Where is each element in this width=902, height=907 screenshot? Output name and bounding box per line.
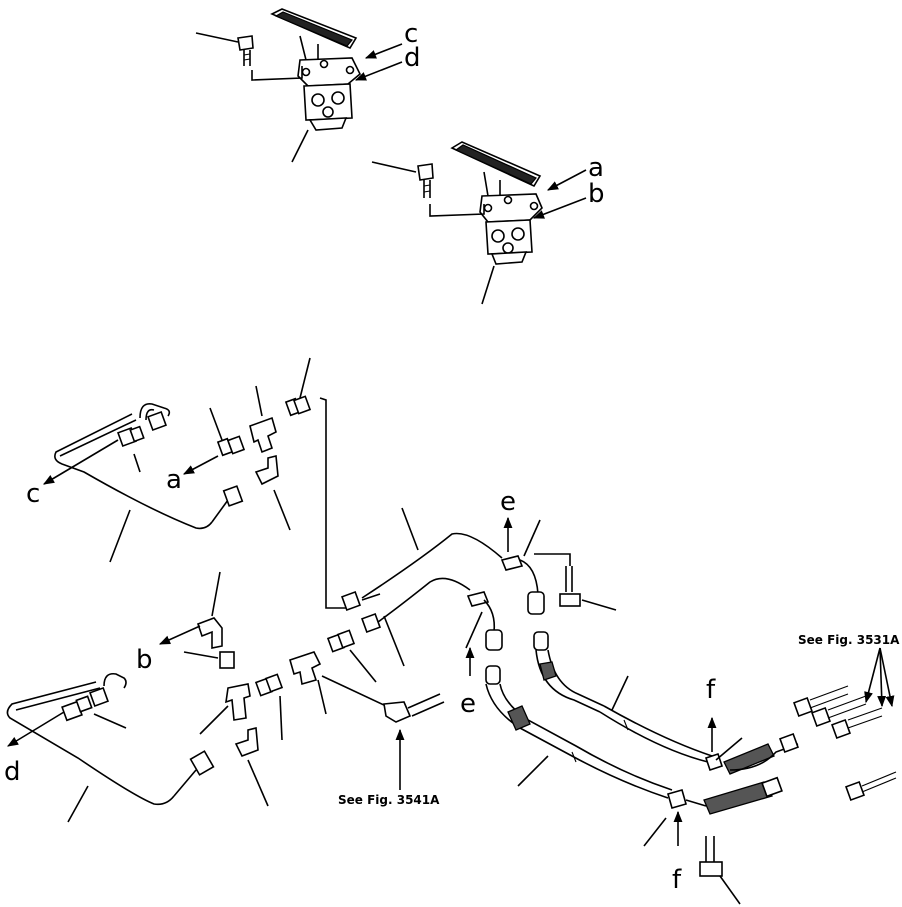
straight-connector-a	[216, 435, 246, 457]
nut-fitting-1	[117, 425, 145, 447]
clamp-e-upper	[500, 555, 545, 615]
elbow-fitting-lower	[234, 726, 259, 758]
elbow-fitting-upper	[254, 454, 279, 486]
tee-fitting-lower	[289, 651, 322, 686]
reference-fig-3531a: See Fig. 3531A	[798, 633, 900, 647]
tee-fitting-lower-left	[225, 683, 251, 721]
label-a-upper: a	[588, 153, 604, 183]
plug-lower	[173, 750, 215, 797]
clamp-e-lower	[466, 591, 503, 651]
label-f-lower: f	[672, 865, 682, 895]
reference-fig-3541a: See Fig. 3541A	[338, 793, 440, 807]
connector-upper	[284, 395, 312, 417]
bolt-clamp-upper	[534, 553, 617, 611]
label-b-upper: b	[588, 179, 605, 209]
connector-middle	[326, 629, 356, 653]
label-c-upper: c	[404, 19, 418, 49]
nut-fitting-4	[89, 687, 109, 707]
label-e-lower: e	[460, 689, 476, 719]
label-b-lower: b	[136, 645, 153, 675]
elbow-fitting-b	[196, 617, 223, 649]
label-e-upper: e	[500, 487, 516, 517]
label-f-upper: f	[706, 675, 716, 705]
plug-upper	[211, 485, 244, 523]
label-a-lower: a	[166, 465, 182, 495]
tee-fitting-upper	[249, 416, 277, 454]
label-c-lower: c	[26, 479, 40, 509]
piping-group-upper-left	[43, 357, 312, 563]
piping-centre	[319, 397, 617, 676]
elbow-3541a	[383, 693, 445, 723]
label-d-upper: d	[404, 43, 421, 73]
connector-b	[219, 651, 235, 669]
piping-group-lower-left	[6, 571, 445, 823]
bolt-bottom	[699, 836, 741, 905]
nut-fitting-2	[147, 411, 167, 431]
connector-lower	[254, 673, 284, 697]
label-d-lower: d	[4, 757, 21, 787]
hoses-right	[485, 631, 897, 905]
brake-valve-upper	[195, 8, 403, 163]
nut-fitting-3	[61, 695, 93, 722]
brake-valve-lower	[371, 141, 587, 305]
